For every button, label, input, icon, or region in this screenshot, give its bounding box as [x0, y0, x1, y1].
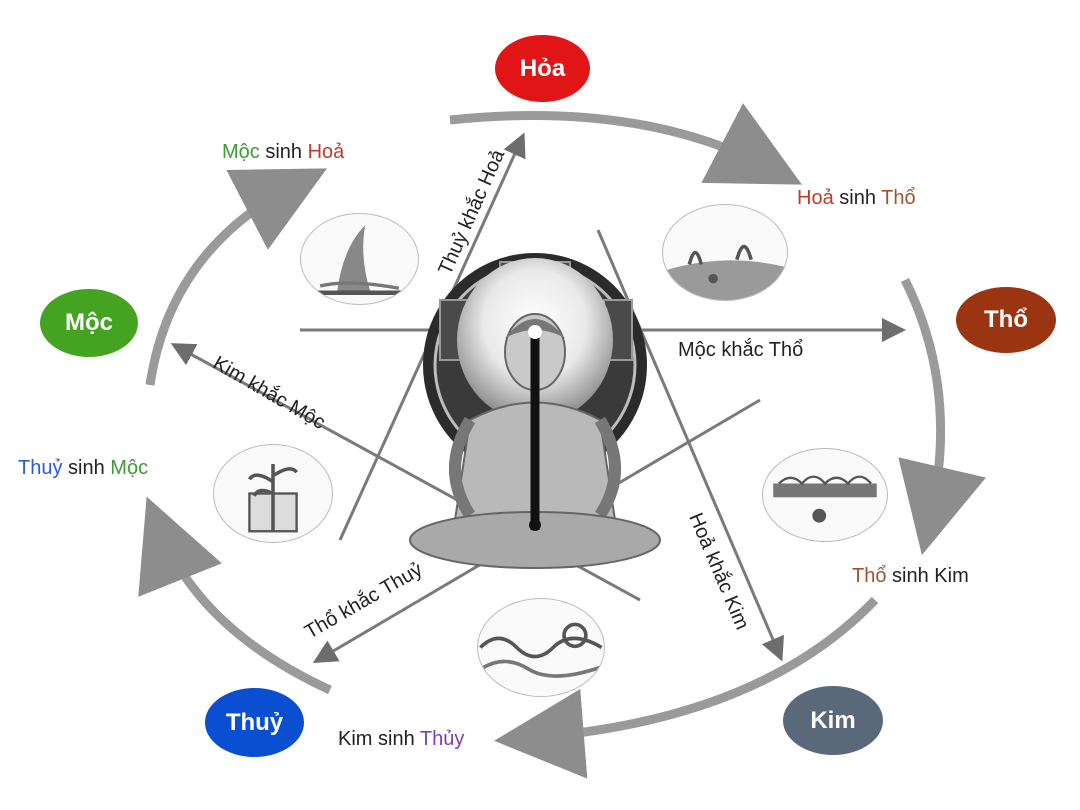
node-kim-label: Kim: [810, 706, 856, 734]
label-kim-sinh-thuy: Kim sinh Thủy: [338, 728, 464, 751]
vignette-plant-water: [213, 444, 333, 543]
label-moc-sinh-hoa-b: Hoả: [307, 141, 345, 163]
label-tho-sinh-kim-b: Kim: [934, 565, 969, 587]
label-hoa-sinh-tho-b: Thổ: [881, 187, 916, 209]
label-kim-sinh-thuy-a: Kim: [338, 728, 373, 750]
label-moc-sinh-hoa-a: Mộc: [222, 141, 260, 163]
label-tho-sinh-kim-mid: sinh: [886, 565, 935, 587]
node-thuy-label: Thuỷ: [225, 708, 284, 736]
node-thuy: Thuỷ: [205, 688, 304, 757]
node-kim: Kim: [783, 686, 883, 755]
label-hoa-sinh-tho-a: Hoả: [797, 187, 834, 209]
label-moc-sinh-hoa: Mộc sinh Hoả: [222, 141, 344, 164]
arrow-moc-to-hoa: [145, 168, 327, 386]
node-tho-label: Thổ: [984, 306, 1028, 333]
node-tho: Thổ: [956, 287, 1056, 353]
arrow-tho-to-kim: [898, 277, 986, 556]
arrow-thuy-to-moc: [138, 496, 332, 695]
label-kim-sinh-thuy-b: Thủy: [419, 728, 465, 750]
label-hoa-sinh-tho-mid: sinh: [833, 187, 882, 209]
label-tho-sinh-kim-a: Thổ: [852, 565, 887, 587]
node-moc-label: Mộc: [65, 309, 113, 336]
arrow-hoa-to-tho: [449, 103, 802, 185]
vignette-metal: [762, 448, 888, 542]
node-hoa-label: Hỏa: [519, 54, 566, 82]
label-moc-sinh-hoa-mid: sinh: [259, 141, 308, 163]
label-tho-sinh-kim: Thổ sinh Kim: [852, 565, 969, 588]
label-hoa-sinh-tho: Hoả sinh Thổ: [797, 187, 916, 210]
vignette-earth: [662, 204, 788, 301]
label-thuy-sinh-moc-b: Mộc: [110, 457, 149, 479]
node-hoa: Hỏa: [495, 35, 590, 102]
label-thuy-sinh-moc: Thuỷ sinh Mộc: [18, 457, 148, 480]
node-moc: Mộc: [40, 289, 138, 357]
meditating-figure: [409, 253, 661, 569]
arrow-kim-to-thuy: [494, 596, 879, 779]
vignette-water: [477, 598, 605, 697]
vignette-fire-wood: [300, 213, 419, 305]
label-kim-sinh-thuy-mid: sinh: [372, 728, 420, 750]
label-thuy-sinh-moc-mid: sinh: [62, 457, 111, 479]
label-moc-khac-tho: Mộc khắc Thổ: [678, 339, 804, 361]
label-thuy-sinh-moc-a: Thuỷ: [18, 457, 63, 479]
